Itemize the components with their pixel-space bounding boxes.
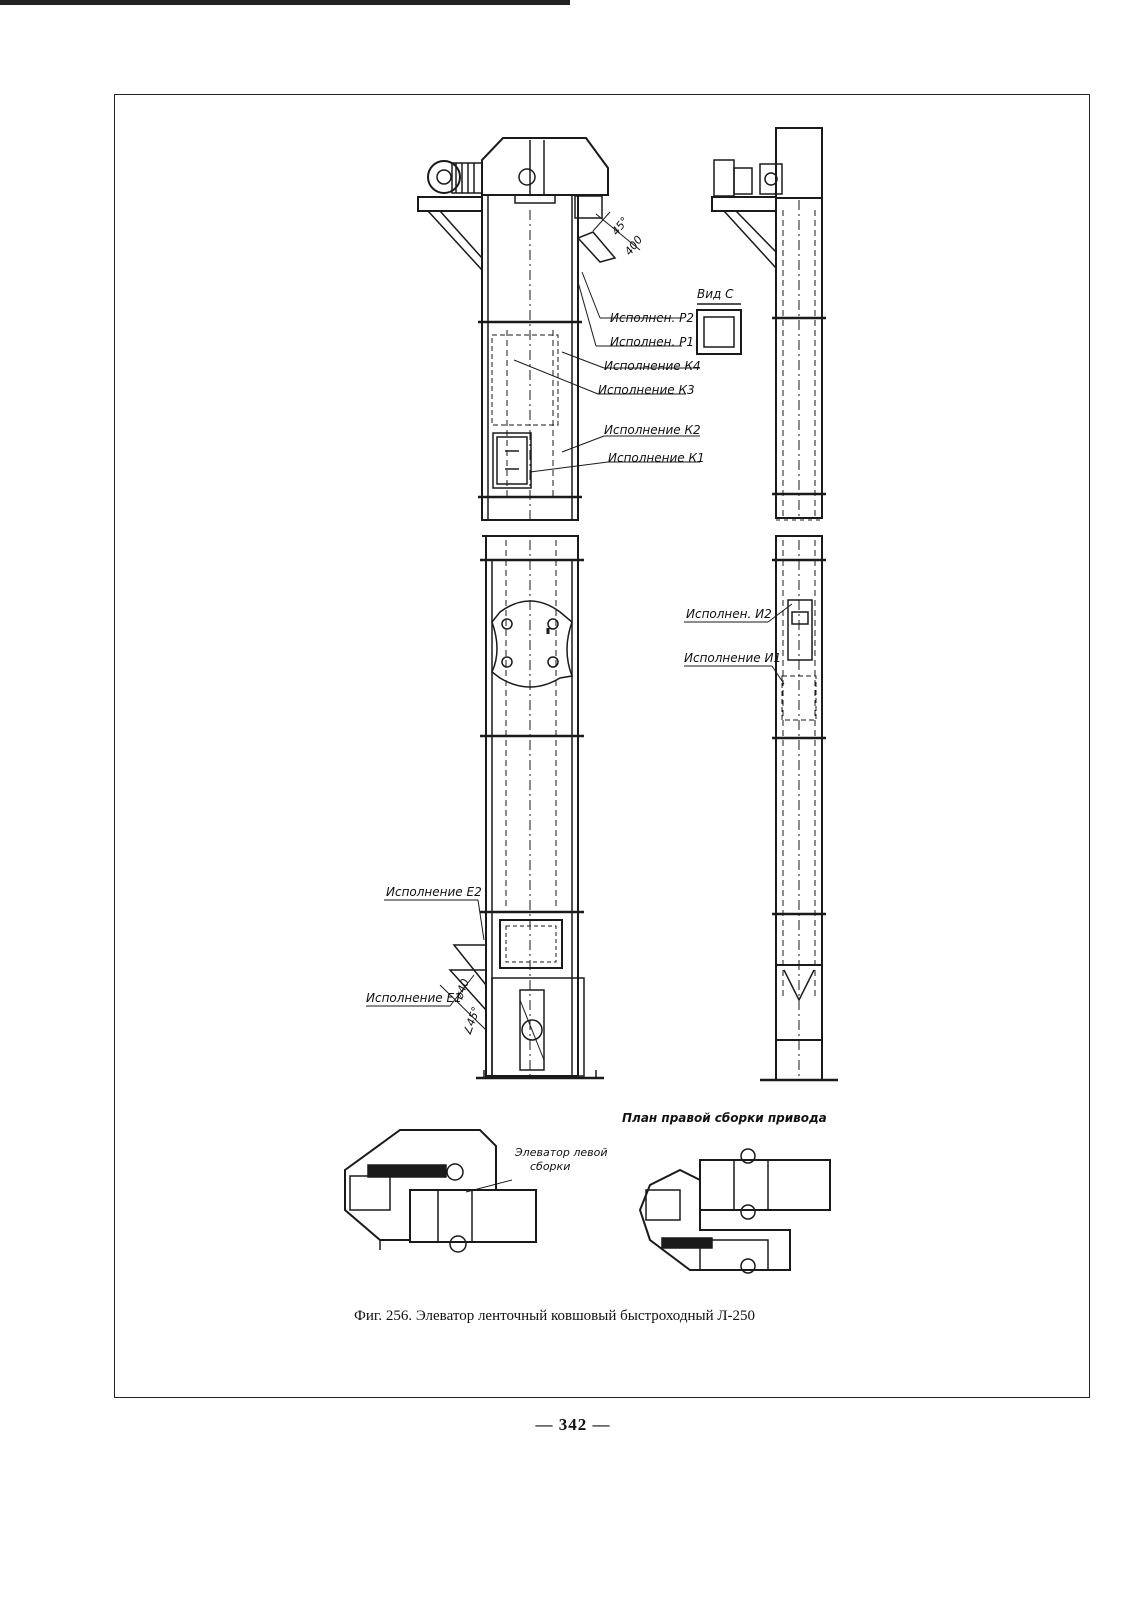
label-e1: Исполнение Е1 (366, 991, 462, 1005)
label-p1: Исполнен. Р1 (610, 335, 694, 349)
page-number: — 342 — (535, 1415, 611, 1434)
label-view-c: Вид С (697, 287, 734, 301)
label-i2: Исполнен. И2 (686, 607, 772, 621)
leader-lines (366, 271, 793, 1193)
plan-right-assembly (638, 1148, 831, 1274)
label-plan-right: План правой сборки привода (622, 1111, 827, 1125)
dim-diameter: ø40 (452, 977, 472, 1002)
figure-frame (114, 94, 1090, 1398)
dim-angle-bottom: ∠45° (461, 1005, 483, 1037)
front-view (417, 137, 641, 1080)
dim-length: 400 (622, 233, 645, 258)
label-k3: Исполнение К3 (598, 383, 695, 397)
dim-angle: 45° (609, 214, 631, 237)
label-left-assembly-1: Элеватор левой (514, 1146, 607, 1159)
label-k4: Исполнение К4 (604, 359, 701, 373)
label-k1: Исполнение К1 (608, 451, 705, 465)
view-c-icon (696, 303, 742, 355)
side-view (696, 127, 838, 1082)
gearbox-icon (713, 159, 783, 197)
page-top-rule (0, 0, 570, 5)
label-left-assembly-2: сборки (530, 1160, 570, 1173)
label-i1: Исполнение И1 (684, 651, 781, 665)
plan-left-assembly (344, 1129, 537, 1253)
label-p2: Исполнен. Р2 (610, 311, 694, 325)
label-k2: Исполнение К2 (604, 423, 701, 437)
motor-icon (427, 160, 483, 194)
figure-caption: Фиг. 256. Элеватор ленточный ковшовый бы… (354, 1308, 756, 1324)
label-e2: Исполнение Е2 (386, 885, 482, 899)
